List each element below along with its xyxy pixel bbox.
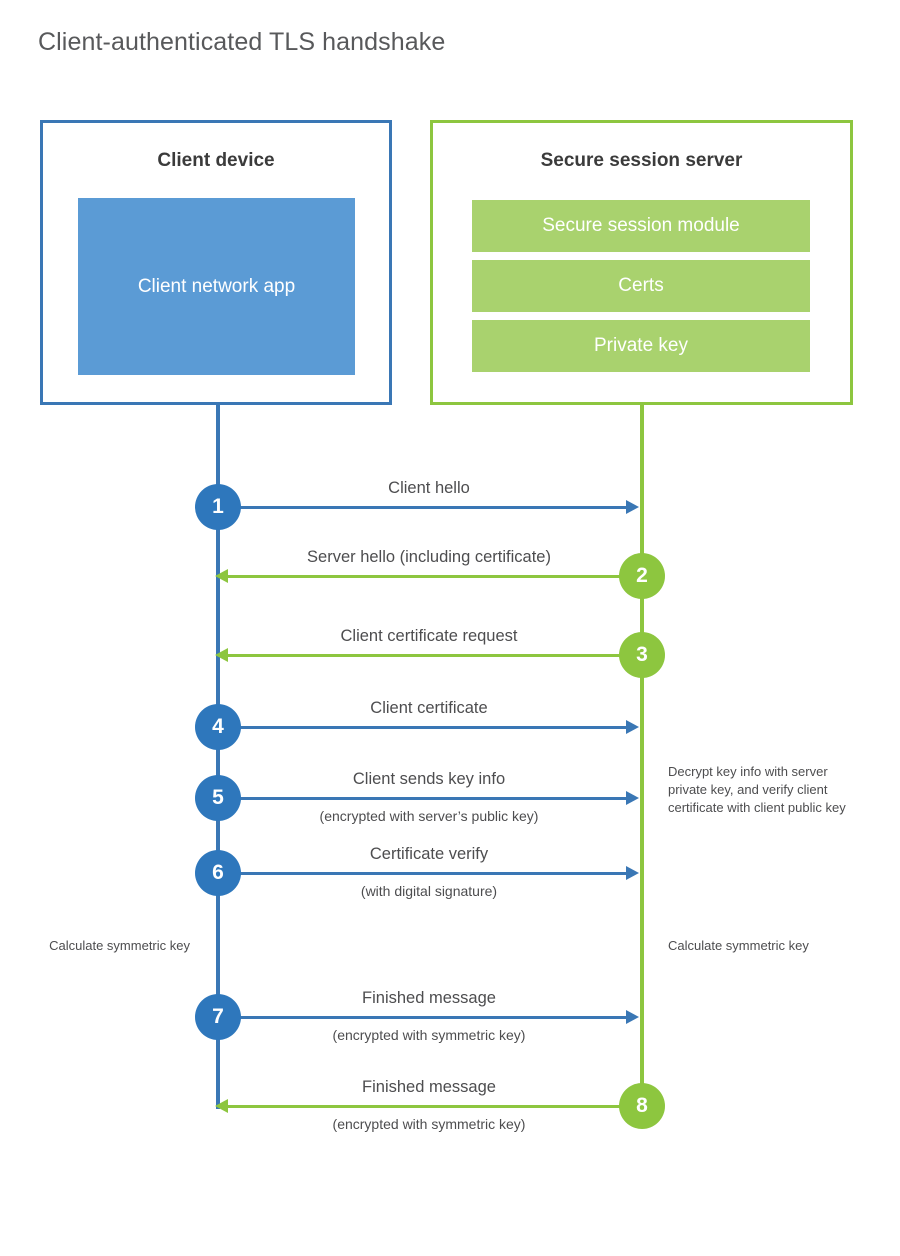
message-label-5: Client sends key info (352, 770, 506, 788)
step-circle-6: 6 (195, 850, 241, 896)
message-label-1: Client hello (388, 479, 470, 497)
server-module-private-key: Private key (472, 320, 810, 372)
arrow-head-1 (626, 500, 639, 514)
arrow-line-7 (218, 1016, 626, 1019)
message-label-6: Certificate verify (369, 845, 489, 863)
message-sublabel-6: (with digital signature) (360, 883, 498, 899)
arrow-head-6 (626, 866, 639, 880)
server-module-secure-session-module: Secure session module (472, 200, 810, 252)
arrow-line-4 (218, 726, 626, 729)
step-circle-8: 8 (619, 1083, 665, 1129)
note-server-decrypt: Decrypt key info with server private key… (668, 764, 846, 815)
arrow-line-8 (228, 1105, 640, 1108)
server-lifeline (640, 405, 644, 1108)
message-sublabel-8: (encrypted with symmetric key) (332, 1116, 526, 1132)
arrow-head-7 (626, 1010, 639, 1024)
message-label-3: Client certificate request (340, 627, 518, 645)
step-circle-3: 3 (619, 632, 665, 678)
server-module-list: Secure session module Certs Private key (472, 200, 810, 372)
server-module-certs: Certs (472, 260, 810, 312)
arrow-head-5 (626, 791, 639, 805)
arrow-head-3 (215, 648, 228, 662)
arrow-head-4 (626, 720, 639, 734)
step-circle-1: 1 (195, 484, 241, 530)
arrow-line-1 (218, 506, 626, 509)
page-title: Client-authenticated TLS handshake (38, 28, 446, 56)
client-lifeline (216, 405, 220, 1109)
arrow-line-2 (228, 575, 640, 578)
message-label-2: Server hello (including certificate) (307, 548, 551, 566)
message-sublabel-5: (encrypted with server’s public key) (319, 808, 539, 824)
arrow-head-2 (215, 569, 228, 583)
step-circle-7: 7 (195, 994, 241, 1040)
arrow-head-8 (215, 1099, 228, 1113)
secure-session-server-box: Secure session server Secure session mod… (430, 120, 853, 405)
message-label-4: Client certificate (370, 699, 488, 717)
message-label-7: Finished message (362, 989, 496, 1007)
note-client-calculate-symmetric-key: Calculate symmetric key (49, 938, 190, 953)
arrow-line-5 (218, 797, 626, 800)
step-circle-5: 5 (195, 775, 241, 821)
client-device-title: Client device (157, 150, 275, 171)
message-label-8: Finished message (362, 1078, 496, 1096)
step-circle-4: 4 (195, 704, 241, 750)
client-network-app-block: Client network app (78, 198, 355, 375)
message-sublabel-7: (encrypted with symmetric key) (332, 1027, 526, 1043)
step-circle-2: 2 (619, 553, 665, 599)
arrow-line-3 (228, 654, 640, 657)
arrow-line-6 (218, 872, 626, 875)
secure-session-server-title: Secure session server (540, 150, 743, 171)
client-device-box: Client device Client network app (40, 120, 392, 405)
note-server-calculate-symmetric-key: Calculate symmetric key (668, 938, 809, 953)
